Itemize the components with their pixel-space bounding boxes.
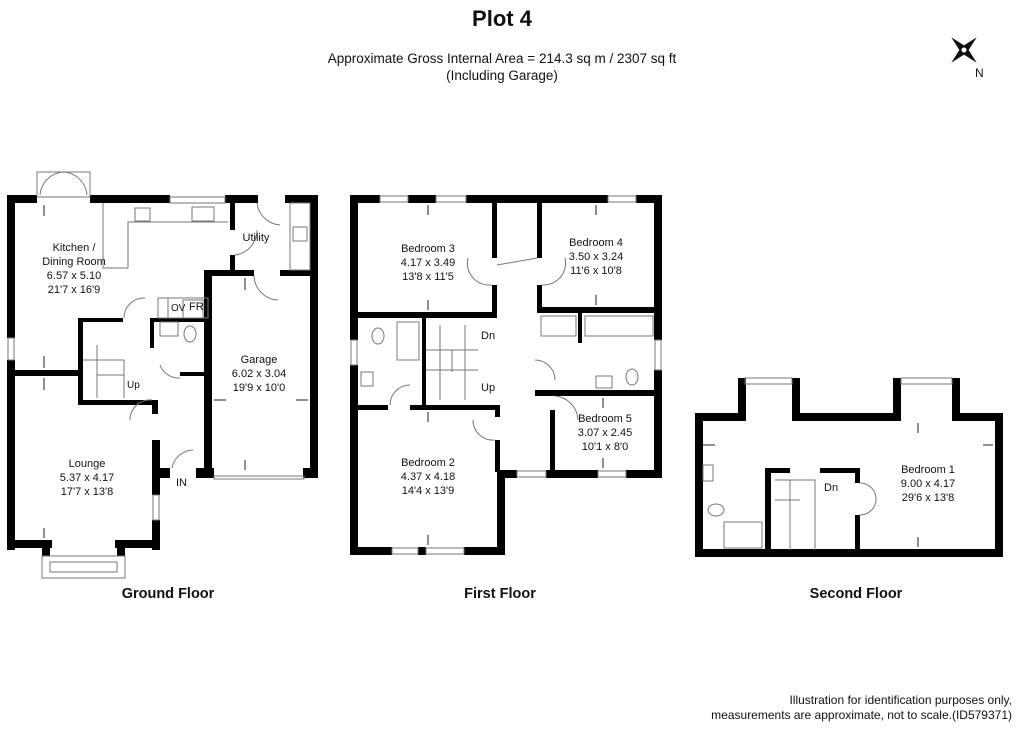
ground-floor-label: Ground Floor [121,586,215,602]
room-name: Bedroom 3 [401,243,455,255]
room-utility: Utility [226,231,286,245]
ground-floor-dimension-arrows [43,205,308,538]
stairs-up-label: Up [127,380,140,391]
room-name: Garage [240,354,278,366]
ground-floor-fittings [7,171,311,579]
room-name-cont: Dining Room [42,256,106,268]
room-metric: 3.07 x 2.45 [577,427,633,439]
oven-label: OV [171,303,186,314]
room-imperial: 10'1 x 8'0 [581,441,629,453]
room-bedroom-5: Bedroom 5 3.07 x 2.45 10'1 x 8'0 [545,412,665,454]
first-floor-label: First Floor [464,586,536,602]
disclaimer: Illustration for identification purposes… [711,693,1012,723]
room-bedroom-1: Bedroom 1 9.00 x 4.17 29'6 x 13'8 [868,463,988,505]
room-imperial: 13'8 x 11'5 [402,271,454,283]
plan-title: Plot 4 [472,6,532,31]
first-floor-dimension-arrows [427,205,604,545]
disclaimer-line: measurements are approximate, not to sca… [711,708,1012,722]
room-metric: 9.00 x 4.17 [900,478,956,490]
second-floor-fittings [702,377,953,550]
second-floor-walls [695,378,1003,557]
entrance-label: IN [176,477,187,489]
room-imperial: 14'4 x 13'9 [401,485,455,497]
compass-north-label: N [975,66,984,80]
gross-area: Approximate Gross Internal Area = 214.3 … [0,50,1014,84]
room-garage: Garage 6.02 x 3.04 19'9 x 10'0 [199,353,319,395]
room-bedroom-2: Bedroom 2 4.37 x 4.18 14'4 x 13'9 [368,456,488,498]
room-metric: 5.37 x 4.17 [59,472,115,484]
compass-icon [951,37,977,63]
room-kitchen-dining: Kitchen / Dining Room 6.57 x 5.10 21'7 x… [14,241,134,297]
first-floor-walls [350,195,662,555]
room-imperial: 17'7 x 13'8 [60,486,114,498]
room-bedroom-4: Bedroom 4 3.50 x 3.24 11'6 x 10'8 [536,236,656,278]
ground-floor-walls [7,195,318,556]
disclaimer-line: Illustration for identification purposes… [789,693,1012,707]
room-metric: 6.02 x 3.04 [231,368,287,380]
room-lounge: Lounge 5.37 x 4.17 17'7 x 13'8 [27,457,147,499]
room-name: Bedroom 2 [401,457,455,469]
fridge-label: FR [189,301,204,313]
gross-area-text: Approximate Gross Internal Area = 214.3 … [327,51,677,66]
first-floor-fittings [350,195,662,555]
second-floor-label: Second Floor [809,586,903,602]
room-name: Bedroom 1 [901,464,955,476]
room-metric: 3.50 x 3.24 [568,251,624,263]
room-imperial: 21'7 x 16'9 [47,284,101,296]
room-bedroom-3: Bedroom 3 4.17 x 3.49 13'8 x 11'5 [368,242,488,284]
room-name: Bedroom 5 [578,413,632,425]
room-metric: 4.37 x 4.18 [400,471,456,483]
room-name: Kitchen / [52,242,96,254]
room-imperial: 11'6 x 10'8 [570,265,622,277]
room-name: Lounge [68,458,106,470]
gross-area-note: (Including Garage) [446,68,558,83]
room-metric: 6.57 x 5.10 [46,270,102,282]
room-imperial: 19'9 x 10'0 [232,382,286,394]
room-name: Utility [242,232,270,244]
stairs-down-label: Dn [824,482,839,494]
room-metric: 4.17 x 3.49 [400,257,456,269]
second-floor-dimension-arrows [703,423,993,547]
room-imperial: 29'6 x 13'8 [901,492,955,504]
stairs-up-label: Up [481,382,496,394]
stairs-down-label: Dn [481,330,496,342]
room-name: Bedroom 4 [569,237,623,249]
